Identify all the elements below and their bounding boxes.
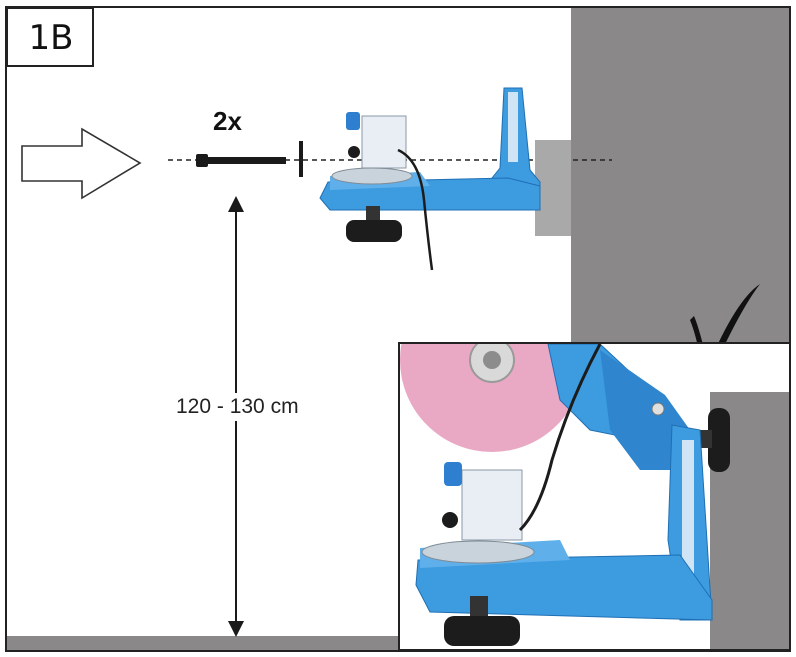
screw-icon: [196, 141, 303, 177]
inset-detail-view: [398, 342, 791, 651]
mount-plate: [535, 140, 571, 236]
mounting-height-label: 120 - 130 cm: [172, 393, 303, 421]
step-label-box: [6, 7, 94, 67]
wall: [571, 8, 789, 344]
sharpener-machine-side-view: [319, 87, 541, 271]
checkmark-icon: [690, 284, 760, 376]
arrow-right-outline-icon: [21, 127, 142, 200]
screw-count-label: 2x: [213, 106, 242, 136]
floor: [7, 636, 398, 650]
step-label: 1B: [28, 18, 74, 58]
